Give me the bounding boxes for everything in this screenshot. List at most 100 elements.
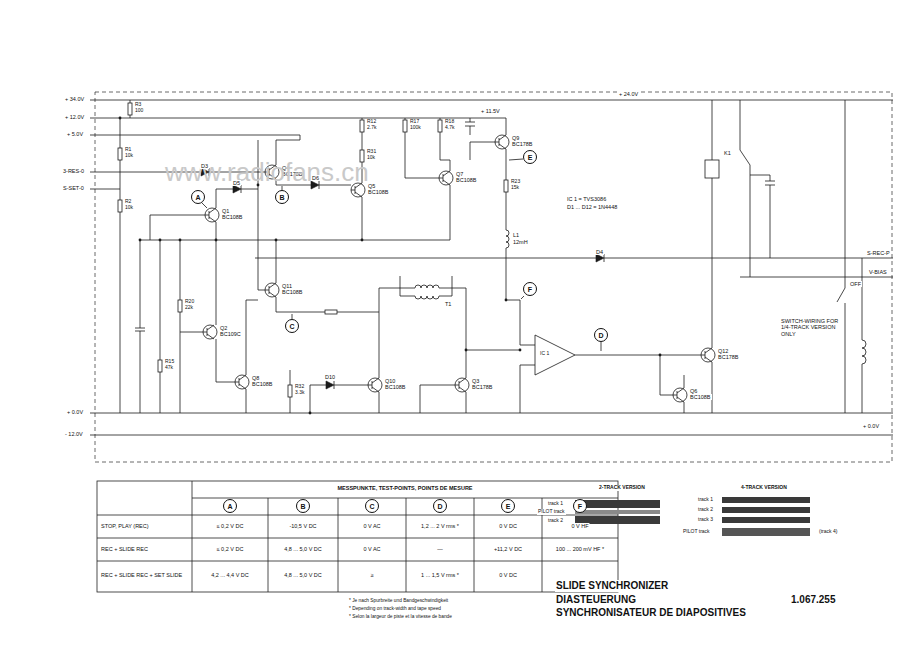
test-point-letter: A xyxy=(195,194,200,201)
leader-line xyxy=(521,296,524,299)
wire xyxy=(216,222,217,240)
relay-symbol xyxy=(705,160,719,178)
table-cell: 100 ... 200 mV HF * xyxy=(555,546,605,552)
table-line xyxy=(97,561,618,562)
signal-label: + 11.5V xyxy=(480,108,501,114)
test-point-circle: B xyxy=(275,190,289,204)
resistor-symbol xyxy=(403,120,407,132)
wire xyxy=(379,288,415,312)
wire xyxy=(520,365,535,413)
wire xyxy=(740,277,893,278)
wire xyxy=(439,288,466,378)
resistor-symbol xyxy=(118,200,122,212)
transistor-symbol xyxy=(701,348,712,362)
table-cell: 0 V HF xyxy=(570,523,589,529)
wire xyxy=(337,312,379,378)
transformer-symbol xyxy=(415,285,439,288)
test-point-circle: E xyxy=(523,150,537,164)
test-point-letter: B xyxy=(279,194,284,201)
capacitor-symbol xyxy=(765,181,775,185)
wire xyxy=(379,392,380,413)
wire xyxy=(684,402,685,413)
wire xyxy=(837,288,845,302)
signal-label: + 34.0V xyxy=(64,96,85,102)
transistor-symbol xyxy=(439,171,450,185)
wire xyxy=(862,364,863,413)
transistor-symbol xyxy=(203,325,217,339)
part-value: 22k xyxy=(184,305,194,311)
part-value: 4.7k xyxy=(444,125,455,131)
test-point-letter: F xyxy=(578,503,582,510)
wire xyxy=(255,258,596,259)
part-label: D5 xyxy=(232,180,241,186)
inductor-symbol xyxy=(506,230,509,248)
capacitor-symbol xyxy=(465,122,475,126)
wire xyxy=(684,375,685,388)
tape-track xyxy=(722,497,810,503)
signal-label: + 12.0V xyxy=(64,114,85,120)
note-text: D1 ... D12 = 1N4448 xyxy=(566,204,618,210)
junction-dot xyxy=(309,412,312,415)
part-label: BC109C xyxy=(219,331,242,337)
opamp-symbol xyxy=(535,335,575,375)
table-cell: 4,8 ... 5,0 V DC xyxy=(283,572,323,578)
transistor-symbol xyxy=(673,388,687,402)
table-line xyxy=(268,498,269,592)
test-point-circle: D xyxy=(594,328,608,342)
diode-symbol xyxy=(326,381,334,389)
transistor-symbol xyxy=(368,378,379,392)
part-label: BC178B xyxy=(717,354,740,360)
resistor-symbol xyxy=(504,180,508,192)
part-label: K1 xyxy=(723,150,732,156)
part-label: R32 xyxy=(294,384,305,390)
transistor-symbol xyxy=(673,388,684,402)
wire xyxy=(712,178,713,348)
wire xyxy=(845,100,846,288)
note-text: SWITCH-WIRING FOR 1/4-TRACK VERSION ONLY xyxy=(780,318,840,337)
wire xyxy=(750,165,751,277)
resistor-symbol xyxy=(288,385,292,397)
note-text: IC 1 = TVS3086 xyxy=(566,196,607,202)
part-value: 47k xyxy=(164,365,174,371)
wire xyxy=(140,240,141,328)
transistor-symbol xyxy=(205,208,219,222)
part-label: D10 xyxy=(324,374,336,380)
part-label: R2 xyxy=(124,199,132,205)
track-label: track 1 xyxy=(547,501,564,507)
wire xyxy=(140,240,450,241)
wire xyxy=(276,240,277,283)
transistor-symbol xyxy=(235,375,249,389)
wire xyxy=(470,126,471,135)
test-point-circle: C xyxy=(365,499,379,513)
part-value: 15k xyxy=(510,185,520,191)
table-border xyxy=(97,481,618,592)
resistor-symbol xyxy=(128,103,132,115)
part-label: R1 xyxy=(124,147,132,153)
transistor-symbol xyxy=(495,135,506,149)
track-label: track 3 xyxy=(697,517,714,523)
test-point-circle: A xyxy=(191,190,205,204)
coil-symbol xyxy=(862,340,866,364)
signal-label: S-REC-P xyxy=(866,250,891,256)
wire xyxy=(150,215,151,240)
tape-track xyxy=(575,500,660,508)
test-point-letter: D xyxy=(598,332,603,339)
part-label: R15 xyxy=(164,359,175,365)
wire xyxy=(440,132,450,171)
leader-line xyxy=(601,342,602,351)
test-point-circle: F xyxy=(573,499,587,513)
junction-dot xyxy=(139,239,142,242)
resistor-symbol xyxy=(178,300,182,312)
transistor-symbol xyxy=(455,378,466,392)
table-cell: REC + SLIDE REC xyxy=(100,546,149,552)
resistor-symbol xyxy=(438,120,442,132)
wire xyxy=(466,392,467,413)
part-label: R18 xyxy=(444,119,455,125)
tape-track xyxy=(722,517,810,523)
test-point-letter: E xyxy=(506,503,511,510)
wire xyxy=(466,350,520,351)
junction-dot xyxy=(179,239,182,242)
transistor-symbol xyxy=(455,378,469,392)
test-point-circle: E xyxy=(501,499,515,513)
